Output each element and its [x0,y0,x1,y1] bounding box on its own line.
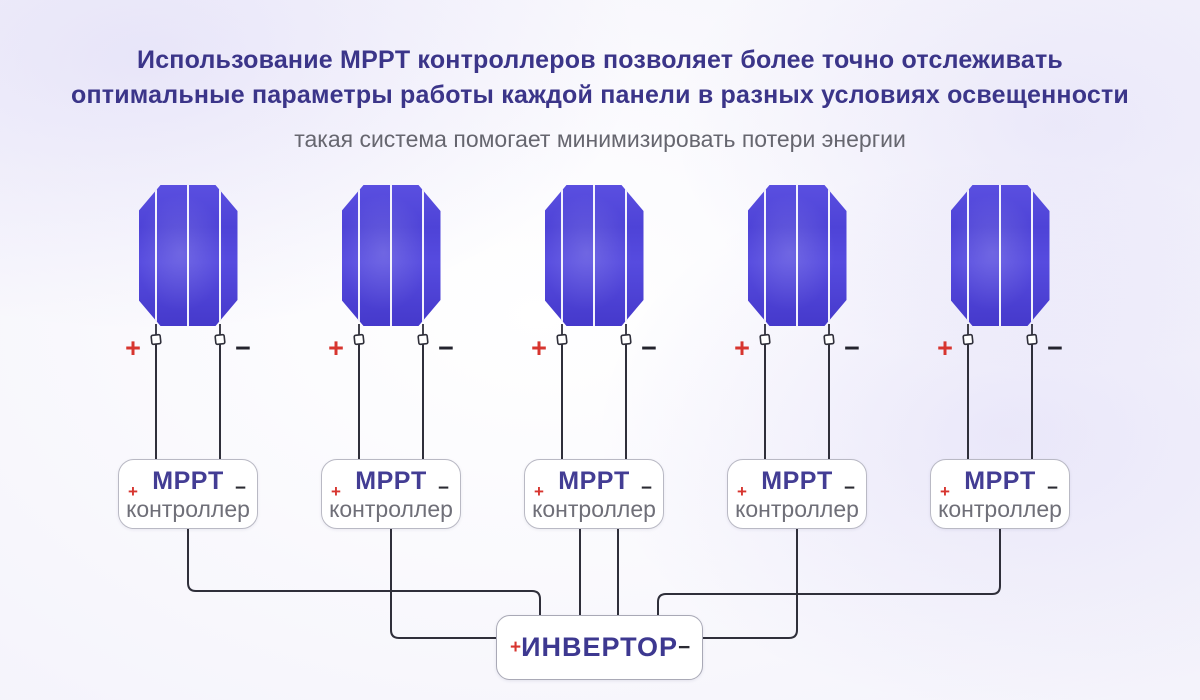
controller-minus-sign: − [234,478,246,499]
controller-type: контроллер [532,496,656,522]
panel-cell-divider [218,185,222,326]
solar-panel-3 [544,185,644,326]
controller-name: MPPT [355,467,427,495]
mppt-controller-3: + MPPT − контроллер [524,459,664,529]
panel-cell-divider [592,185,596,326]
solar-panel-4 [747,185,847,326]
controller-name: MPPT [152,467,224,495]
controller-minus-sign: − [640,478,652,499]
controller-minus-sign: − [1046,478,1058,499]
panel-cell-divider [1030,185,1034,326]
panel-1-minus-sign: − [235,333,251,363]
panel-terminal-stubs [155,324,1033,335]
panel-cell-divider [560,185,564,326]
controller-type: контроллер [126,496,250,522]
panel-cell-divider [763,185,767,326]
panel-5-minus-sign: − [1047,333,1063,363]
controller-type: контроллер [329,496,453,522]
solar-panel-5 [950,185,1050,326]
panel-to-controller-wires [155,344,1033,460]
controller-minus-sign: − [843,478,855,499]
panel-cell-divider [998,185,1002,326]
panel-2-minus-sign: − [438,333,454,363]
panel-4-minus-sign: − [844,333,860,363]
controller-minus-sign: − [437,478,449,499]
page-subtitle: такая система помогает минимизировать по… [294,126,906,152]
controller-type: контроллер [735,496,859,522]
solar-panel-1 [138,185,238,326]
title-line-2: оптимальные параметры работы каждой пане… [70,81,1129,109]
panel-cell-divider [421,185,425,326]
panel-1-plus-sign: + [125,333,141,363]
inverter-minus-sign: − [678,635,691,659]
controller-to-inverter-wires [187,528,1001,639]
panel-3-plus-sign: + [531,333,547,363]
controller-name: MPPT [964,467,1036,495]
panel-cell-divider [795,185,799,326]
controller-plus-sign: + [331,482,341,501]
controller-type: контроллер [938,496,1062,522]
inverter-box: + ИНВЕРТОР − [496,615,703,680]
controller-plus-sign: + [534,482,544,501]
solar-panel-2 [341,185,441,326]
panel-cell-divider [389,185,393,326]
panel-cell-divider [827,185,831,326]
mppt-controller-4: + MPPT − контроллер [727,459,867,529]
panel-5-plus-sign: + [937,333,953,363]
controller-name: MPPT [558,467,630,495]
panel-2-plus-sign: + [328,333,344,363]
title-line-1: Использование MPPT контроллеров позволяе… [137,46,1063,74]
terminal-connectors [150,333,1038,346]
controller-plus-sign: + [737,482,747,501]
panel-cell-divider [186,185,190,326]
panel-cell-divider [624,185,628,326]
inverter-label: ИНВЕРТОР [521,632,679,662]
panel-cell-divider [966,185,970,326]
panel-cell-divider [154,185,158,326]
inverter-plus-sign: + [510,636,522,658]
mppt-controller-1: + MPPT − контроллер [118,459,258,529]
controller-plus-sign: + [128,482,138,501]
controller-name: MPPT [761,467,833,495]
mppt-controller-2: + MPPT − контроллер [321,459,461,529]
page-title: Использование MPPT контроллеров позволяе… [0,43,1200,113]
panel-cell-divider [357,185,361,326]
panel-4-plus-sign: + [734,333,750,363]
panel-3-minus-sign: − [641,333,657,363]
mppt-controller-5: + MPPT − контроллер [930,459,1070,529]
controller-plus-sign: + [940,482,950,501]
